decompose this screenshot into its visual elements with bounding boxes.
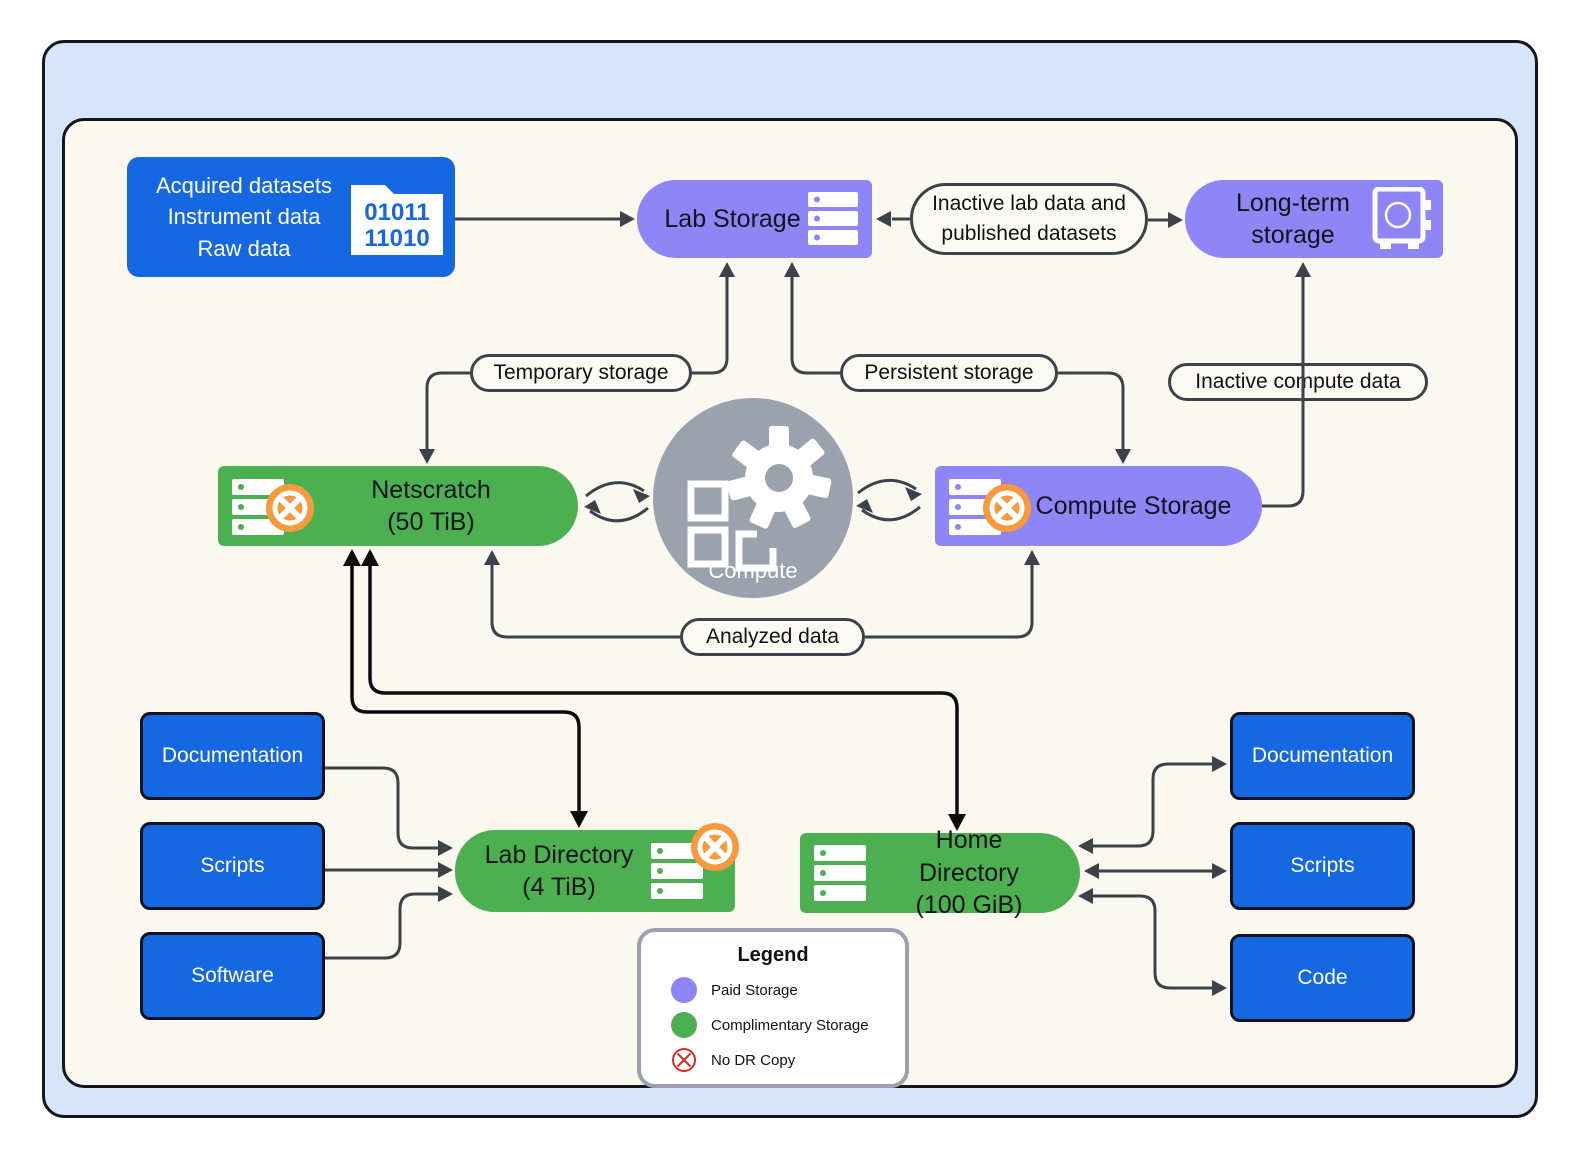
legend-title: Legend: [737, 944, 809, 966]
long-term-storage-node: Long-term storage: [1185, 180, 1443, 258]
legend-item-complimentary-storage: Complimentary Storage: [671, 1012, 905, 1038]
no-dr-copy-icon: [983, 484, 1031, 532]
legend-item-no-dr-copy: No DR Copy: [671, 1047, 905, 1073]
input-box-documentation-left: Documentation: [140, 712, 325, 800]
server-stack-icon: [949, 479, 1001, 535]
input-box-scripts-right: Scripts: [1230, 822, 1415, 910]
complimentary-storage-swatch-icon: [671, 1012, 697, 1038]
lab-storage-node: Lab Storage: [637, 180, 872, 258]
home-directory-label: Home Directory (100 GiB): [915, 826, 1023, 920]
netscratch-label: Netscratch (50 TiB): [371, 475, 491, 537]
server-stack-icon: [651, 843, 703, 899]
edge-label-analyzed-data: Analyzed data: [680, 618, 865, 656]
edge-label-persistent-storage: Persistent storage: [840, 354, 1058, 392]
source-datasets-box: Acquired datasets Instrument data Raw da…: [127, 157, 455, 277]
edge-label-temporary-storage: Temporary storage: [470, 354, 692, 392]
no-dr-copy-icon: [266, 484, 314, 532]
no-dr-copy-icon: [691, 823, 739, 871]
lab-storage-label: Lab Storage: [664, 204, 801, 233]
input-box-code-right: Code: [1230, 934, 1415, 1022]
compute-storage-label: Compute Storage: [1035, 491, 1232, 520]
compute-label: Compute: [708, 558, 798, 583]
edge-label-inactive-compute-data: Inactive compute data: [1168, 363, 1428, 401]
svg-text:11010: 11010: [364, 225, 429, 252]
server-stack-icon: [814, 845, 866, 901]
input-box-scripts-left: Scripts: [140, 822, 325, 910]
server-stack-icon: [808, 192, 858, 245]
legend-item-paid-storage: Paid Storage: [671, 977, 905, 1003]
lab-directory-label: Lab Directory (4 TiB): [484, 840, 634, 902]
long-term-storage-label: Long-term storage: [1236, 188, 1350, 250]
svg-text:01011: 01011: [364, 199, 429, 226]
edge-label-inactive-lab-data: Inactive lab data and published datasets: [910, 183, 1148, 255]
input-box-software-left: Software: [140, 932, 325, 1020]
no-dr-copy-legend-icon: [672, 1048, 696, 1072]
paid-storage-swatch-icon: [671, 977, 697, 1003]
safe-vault-icon: [1372, 187, 1431, 249]
compute-gear-icon: [687, 426, 832, 572]
input-box-documentation-right: Documentation: [1230, 712, 1415, 800]
source-datasets-text: Acquired datasets Instrument data Raw da…: [155, 173, 333, 261]
compute-node: Compute: [653, 398, 853, 598]
legend: Legend Paid Storage Complimentary Storag…: [637, 928, 909, 1088]
data-folder-icon: 01011 11010: [351, 185, 443, 255]
